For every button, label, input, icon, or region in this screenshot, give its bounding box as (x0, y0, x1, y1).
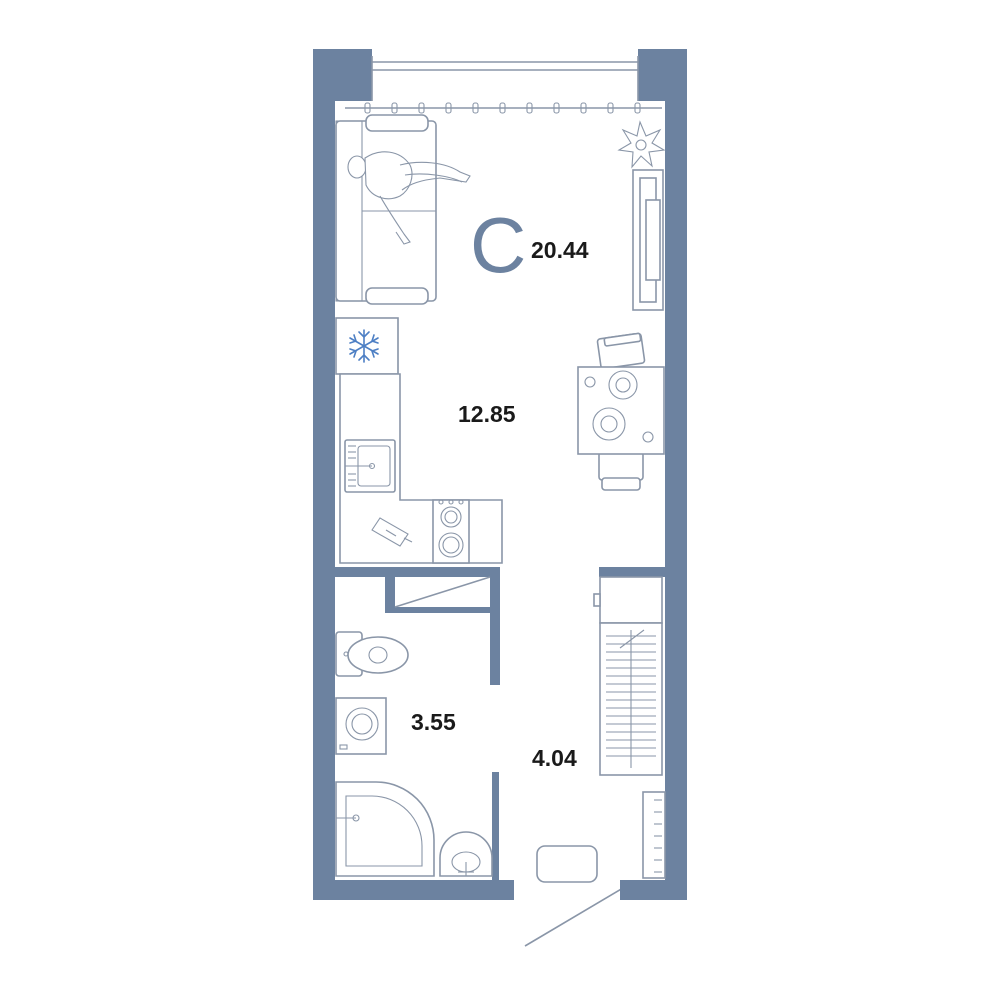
toilet-icon (335, 631, 409, 677)
chair-icon (596, 332, 646, 370)
tv-icon (632, 169, 664, 311)
wall-bathroom-right-upper (490, 567, 500, 685)
wall-bottom-right (623, 880, 687, 900)
radiator-icon (642, 791, 666, 879)
rug-icon (536, 845, 598, 883)
fridge (335, 317, 399, 375)
chair-icon (598, 451, 644, 491)
bathroom-room-label: 3.55 (411, 709, 456, 735)
apartment-type-letter: С (470, 201, 526, 289)
dining-table-icon (577, 366, 665, 455)
kitchen-area: 12.85 (458, 401, 516, 427)
washbasin-icon (439, 831, 493, 877)
window (345, 56, 662, 114)
kitchen-room-label: 12.85 (458, 401, 516, 427)
wall-left (313, 49, 335, 900)
door-icon (524, 880, 626, 947)
washing-machine-icon (335, 697, 387, 755)
wall-niche-bottom (385, 607, 490, 613)
wall-bathroom-top (335, 567, 500, 577)
wall-bathroom-right-lower (492, 772, 499, 882)
sink-icon (344, 439, 396, 493)
wall-niche-left (385, 577, 395, 613)
snowflake-icon (349, 329, 379, 363)
wall-bottom-left (313, 880, 514, 900)
hallway-area: 4.04 (532, 745, 577, 771)
wall-right (665, 49, 687, 900)
plant-icon (617, 120, 666, 169)
curtain-rings (364, 102, 641, 114)
stove-icon (432, 499, 470, 564)
hallway-room-label: 4.04 (532, 745, 577, 771)
living-room-area: 20.44 (531, 237, 589, 263)
living-room-label: С 20.44 (470, 201, 589, 289)
wall-wardrobe-top (599, 567, 665, 577)
bathroom-area: 3.55 (411, 709, 456, 735)
niche-panel (394, 576, 491, 608)
wardrobe-icon (593, 576, 663, 776)
walls (313, 49, 687, 900)
person-icon (347, 151, 471, 245)
sofa-icon (335, 114, 437, 305)
shower-icon (335, 781, 435, 877)
cutting-board-icon (371, 517, 413, 547)
